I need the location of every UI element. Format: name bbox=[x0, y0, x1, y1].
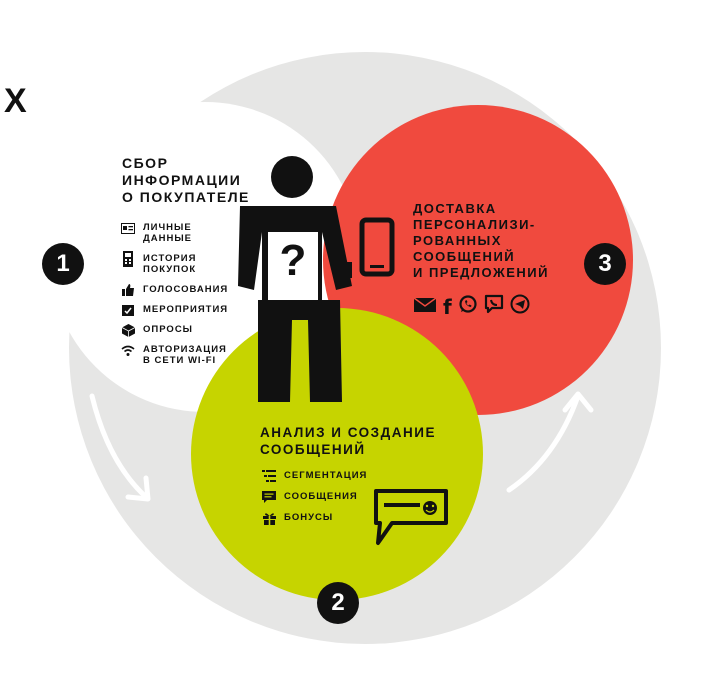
list-item: СООБЩЕНИЯ bbox=[262, 490, 367, 503]
arrow-left bbox=[89, 393, 149, 500]
list-item: БОНУСЫ bbox=[262, 512, 367, 525]
speech-bubble-icon bbox=[374, 489, 448, 545]
list-item: СЕГМЕНТАЦИЯ bbox=[262, 470, 368, 482]
cube-icon bbox=[121, 323, 135, 337]
list-item-label: ГОЛОСОВАНИЯ bbox=[143, 284, 229, 295]
list-item-label: ОПРОСЫ bbox=[143, 324, 193, 335]
chat-icon bbox=[262, 490, 276, 503]
facebook-icon: f bbox=[443, 294, 452, 319]
viber-icon bbox=[484, 294, 504, 319]
list-item-label: БОНУСЫ bbox=[284, 512, 334, 523]
list-item-label: В СЕТИ WI-FI bbox=[143, 355, 217, 366]
list-item-label: ДАННЫЕ bbox=[143, 233, 192, 244]
step-1-title-line: ИНФОРМАЦИИ bbox=[122, 172, 242, 188]
step-badge-2: 2 bbox=[317, 582, 359, 624]
step-badge-3: 3 bbox=[584, 243, 626, 285]
step-3-title-line: СООБЩЕНИЙ bbox=[413, 249, 516, 264]
step-3-title-line: ПЕРСОНАЛИЗИ- bbox=[413, 217, 536, 232]
list-item: МЕРОПРИЯТИЯ bbox=[121, 304, 229, 316]
step-badge-1: 1 bbox=[42, 243, 84, 285]
list-item-label: СЕГМЕНТАЦИЯ bbox=[284, 470, 368, 481]
whatsapp-icon bbox=[458, 294, 478, 319]
calendar-check-icon bbox=[121, 304, 135, 316]
segment-list-icon bbox=[262, 470, 276, 482]
close-button[interactable]: X bbox=[4, 82, 27, 120]
step-1-title-line: СБОР bbox=[122, 155, 169, 171]
step-2-list: СЕГМЕНТАЦИЯ СООБЩЕНИЯ БОНУСЫ bbox=[262, 470, 367, 532]
thumbs-up-icon bbox=[121, 284, 135, 296]
step-2-title: АНАЛИЗ И СОЗДАНИЕ СООБЩЕНИЙ bbox=[260, 424, 436, 458]
list-item: ИСТОРИЯ ПОКУПОК bbox=[121, 251, 228, 275]
list-item-label: ИСТОРИЯ bbox=[143, 253, 197, 264]
list-item-label: ПОКУПОК bbox=[143, 264, 197, 275]
list-item-label: СООБЩЕНИЯ bbox=[284, 491, 358, 502]
step-1-title: СБОР ИНФОРМАЦИИ О ПОКУПАТЕЛЕ bbox=[122, 155, 250, 206]
list-item-label: ЛИЧНЫЕ bbox=[143, 222, 192, 233]
step-2-title-line: СООБЩЕНИЙ bbox=[260, 442, 366, 457]
list-item: ГОЛОСОВАНИЯ bbox=[121, 284, 229, 296]
arrow-right-head bbox=[562, 391, 594, 413]
list-item: ЛИЧНЫЕ ДАННЫЕ bbox=[121, 222, 228, 244]
list-item-label: АВТОРИЗАЦИЯ bbox=[143, 344, 227, 355]
gift-icon bbox=[262, 512, 276, 525]
question-mark: ? bbox=[279, 236, 307, 285]
phone-icon bbox=[359, 217, 395, 277]
person-figure bbox=[238, 156, 352, 402]
id-card-icon bbox=[121, 222, 135, 234]
step-2-title-line: АНАЛИЗ И СОЗДАНИЕ bbox=[260, 425, 436, 440]
receipt-icon bbox=[121, 251, 135, 267]
list-item: ОПРОСЫ bbox=[121, 323, 228, 337]
step-1-title-line: О ПОКУПАТЕЛЕ bbox=[122, 189, 250, 205]
list-item: АВТОРИЗАЦИЯ В СЕТИ WI-FI bbox=[121, 344, 228, 366]
step-3-title: ДОСТАВКА ПЕРСОНАЛИЗИ- РОВАННЫХ СООБЩЕНИЙ… bbox=[413, 201, 549, 281]
channel-icons: f bbox=[413, 294, 530, 319]
wifi-icon bbox=[121, 344, 135, 356]
step-3-title-line: ДОСТАВКА bbox=[413, 201, 497, 216]
telegram-icon bbox=[510, 294, 530, 319]
step-1-list: ЛИЧНЫЕ ДАННЫЕ ИСТОРИЯ ПОКУПОК ГОЛОСОВАНИ… bbox=[121, 222, 228, 375]
arrow-right bbox=[506, 393, 581, 493]
arrow-left-head bbox=[125, 475, 151, 502]
email-icon bbox=[413, 296, 437, 317]
step-3-title-line: И ПРЕДЛОЖЕНИЙ bbox=[413, 265, 549, 280]
step-3-title-line: РОВАННЫХ bbox=[413, 233, 502, 248]
list-item-label: МЕРОПРИЯТИЯ bbox=[143, 304, 229, 315]
